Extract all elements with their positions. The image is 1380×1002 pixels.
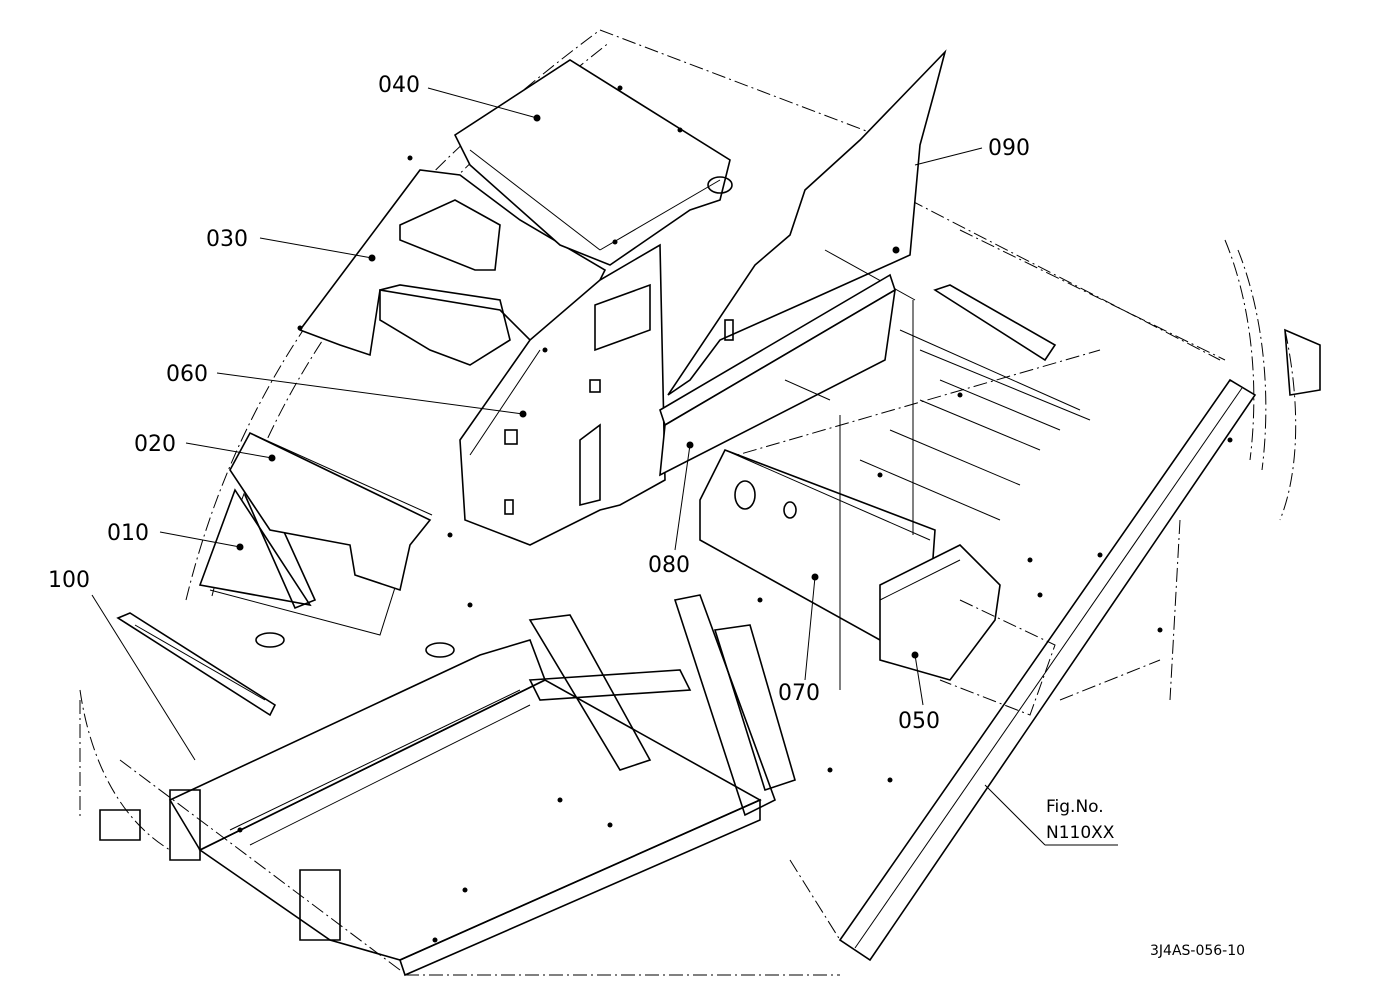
- figure-number: N110XX: [1046, 823, 1115, 843]
- part-100-strip: [116, 612, 455, 717]
- part-040-panel: [453, 59, 733, 266]
- part-080-beam: [659, 273, 897, 477]
- callout-090: 090: [988, 136, 1030, 161]
- part-090-panel: [667, 49, 947, 396]
- fastener-dots: [237, 85, 1233, 943]
- drawing-code: 3J4AS-056-10: [1150, 943, 1245, 959]
- callout-040: 040: [378, 73, 420, 98]
- figure-caption: Fig.No.: [1046, 797, 1104, 817]
- callout-100: 100: [48, 568, 90, 593]
- right-side-rail: [719, 284, 1321, 962]
- callout-060: 060: [166, 362, 208, 387]
- callout-050: 050: [898, 709, 940, 734]
- part-060-panel: [459, 243, 666, 546]
- part-050-bracket: [879, 544, 1056, 716]
- callout-010: 010: [107, 521, 149, 546]
- callout-070: 070: [778, 681, 820, 706]
- floor-frame: [99, 639, 840, 977]
- center-tunnel: [528, 594, 796, 817]
- part-020-panel: [229, 431, 433, 592]
- callout-020: 020: [134, 432, 176, 457]
- leader-lines: [91, 87, 1118, 846]
- callout-080: 080: [648, 553, 690, 578]
- callout-030: 030: [206, 227, 248, 252]
